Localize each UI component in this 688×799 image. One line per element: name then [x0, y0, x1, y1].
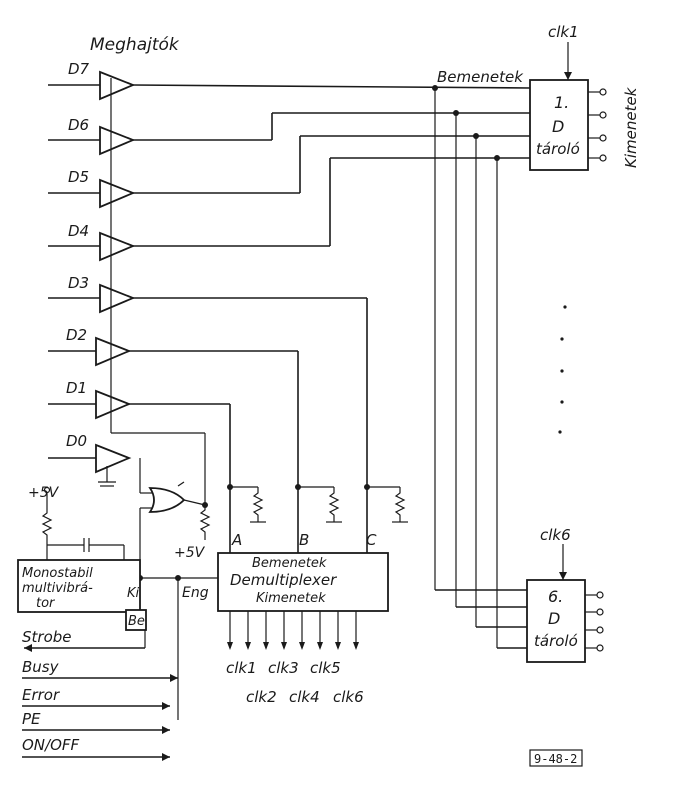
monostable-be-pin [125, 609, 147, 631]
driver-label-d3: D3 [68, 274, 89, 292]
monostable-block [17, 486, 218, 720]
supply-label-2: +5V [174, 545, 206, 561]
latch-1-line1: 1. [554, 93, 569, 112]
buffer-d6 [99, 125, 136, 156]
demux-line3: Kimenetek [256, 591, 326, 606]
driver-label-d0: D0 [66, 432, 87, 450]
buffer-d3 [99, 283, 136, 314]
figure-id-box [529, 749, 583, 767]
monostable-line2: multivibrá- [22, 581, 93, 596]
latch-1-line2: D [552, 117, 564, 136]
monostable-line3: tor [36, 596, 56, 611]
monostable-pin-ki: Ki [127, 586, 140, 601]
signal-busy: Busy [22, 658, 60, 676]
signal-error: Error [22, 686, 60, 704]
drivers-title: Meghajtók [90, 35, 180, 55]
latch-1-clock: clk1 [548, 23, 579, 41]
demux-pin-c: C [366, 531, 377, 549]
supply-label-1: +5V [28, 485, 60, 501]
latch-1 [529, 42, 607, 171]
figure-id: 9-48-2 [534, 752, 577, 766]
demux-box [217, 552, 389, 612]
demux-outputs [227, 611, 359, 650]
buffer-d5 [99, 178, 136, 209]
demux-pin-eng: Eng [182, 585, 209, 601]
driver-label-d5: D5 [68, 168, 89, 186]
signal-strobe: Strobe [22, 628, 72, 646]
latch-6-line3: tároló [534, 632, 578, 650]
clk-label-clk3: clk3 [268, 659, 299, 677]
signal-on-off: ON/OFF [22, 736, 80, 754]
demux-line1: Bemenetek [252, 556, 327, 571]
driver-label-d7: D7 [68, 60, 90, 78]
buffer-d4 [99, 231, 136, 262]
demux-pin-b: B [299, 531, 309, 549]
clk-label-clk1: clk1 [226, 659, 257, 677]
status-signals [22, 630, 178, 761]
buffer-d0 [95, 443, 132, 474]
latch-1-line3: tároló [536, 140, 580, 158]
clk-label-clk5: clk5 [310, 659, 341, 677]
monostable-box [17, 559, 141, 613]
latch-1-box [529, 79, 589, 171]
demux-line2: Demultiplexer [230, 571, 337, 589]
data-bus-wires [132, 84, 531, 649]
demux-pin-a: A [231, 531, 242, 549]
latch-outputs-label: Kimenetek [622, 86, 640, 168]
driver-label-d1: D1 [66, 379, 87, 397]
latch-6-line1: 6. [548, 587, 563, 606]
latch-6-line2: D [548, 609, 560, 628]
clk-label-clk4: clk4 [289, 688, 320, 706]
signal-pe: PE [22, 710, 41, 728]
latch-6-box [526, 579, 586, 663]
driver-buffers [48, 70, 206, 505]
driver-label-d4: D4 [68, 222, 89, 240]
driver-label-d6: D6 [68, 116, 89, 134]
monostable-pin-be: Be [128, 614, 145, 629]
clk-label-clk2: clk2 [246, 688, 277, 706]
latch-6-clock: clk6 [540, 526, 571, 544]
driver-label-d2: D2 [66, 326, 87, 344]
buffer-d1 [95, 389, 132, 420]
select-wires [129, 297, 408, 555]
buffer-d7 [99, 70, 136, 101]
monostable-line1: Monostabil [22, 566, 93, 581]
latch-inputs-label: Bemenetek [437, 68, 524, 86]
driver-labels: D7 D6 D5 D4 D3 D2 D1 D0 [66, 60, 90, 450]
buffer-d2 [95, 336, 132, 367]
latch-ellipsis [558, 305, 567, 434]
latch-6 [526, 544, 604, 663]
clk-label-clk6: clk6 [333, 688, 364, 706]
strobe-gate [137, 458, 211, 581]
